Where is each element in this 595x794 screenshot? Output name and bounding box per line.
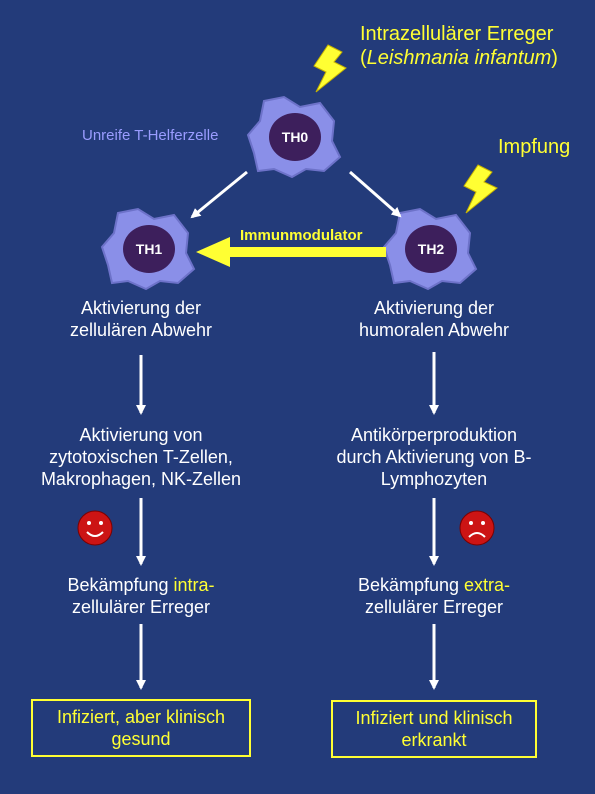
left-activation-line-1: Aktivierung der [80, 298, 202, 318]
immunomodulator-arrow [196, 237, 386, 267]
immature-t-helper-label: Unreife T-Helferzelle [82, 127, 219, 144]
lightning-icon-vaccination [463, 164, 498, 214]
right-fight-text: Bekämpfung extra- zellulärer Erreger [329, 574, 539, 618]
right-activation-line-1: Aktivierung der [373, 298, 495, 318]
right-outcome-line-2: erkrankt [401, 730, 467, 750]
left-cells-text: Aktivierung von zytotoxischen T-Zellen, … [31, 424, 251, 490]
left-outcome-line-1: Infiziert, aber klinisch [56, 707, 226, 727]
cell-th2 [382, 207, 478, 291]
right-activation-text: Aktivierung der humoralen Abwehr [334, 297, 534, 341]
smiley-happy-icon [77, 510, 113, 546]
smiley-sad-icon [459, 510, 495, 546]
left-outcome-line-2: gesund [111, 729, 171, 749]
left-fight-prefix: Bekämpfung [67, 575, 174, 595]
vaccination-label: Impfung [498, 136, 571, 158]
cell-th1 [100, 207, 196, 291]
left-cells-line-3: Makrophagen, NK-Zellen [40, 469, 242, 489]
right-fight-line-1: Bekämpfung extra- [329, 574, 539, 596]
right-cells-line-1: Antikörperproduktion [350, 425, 518, 445]
right-cells-line-3: Lymphozyten [380, 469, 488, 489]
right-cells-line-2: durch Aktivierung von B- [336, 447, 532, 467]
right-cells-text: Antikörperproduktion durch Aktivierung v… [319, 424, 549, 490]
paren-close: ) [551, 47, 558, 69]
left-activation-line-2: zellulären Abwehr [69, 320, 213, 340]
cell-th0 [246, 95, 342, 179]
arrow-th0-to-th1 [190, 170, 248, 219]
right-fight-prefix: Bekämpfung [357, 575, 465, 595]
right-outcome-text: Infiziert und klinisch erkrankt [355, 707, 512, 751]
cell-label-th1: TH1 [135, 241, 163, 257]
left-fight-line-2: zellulärer Erreger [71, 597, 211, 617]
pathogen-species: Leishmania infantum [366, 47, 552, 69]
pathogen-line-2: (Leishmania infantum) [360, 46, 558, 70]
immunomodulator-label: Immunmodulator [240, 227, 363, 244]
right-outcome-box: Infiziert und klinisch erkrankt [331, 700, 537, 758]
right-fight-highlight: extra- [464, 575, 511, 595]
pathogen-line-1: Intrazellulärer Erreger [360, 23, 554, 45]
left-activation-text: Aktivierung der zellulären Abwehr [41, 297, 241, 341]
left-cells-line-2: zytotoxischen T-Zellen, [49, 447, 233, 467]
cell-label-th2: TH2 [417, 241, 445, 257]
left-fight-text: Bekämpfung intra- zellulärer Erreger [36, 574, 246, 618]
left-outcome-box: Infiziert, aber klinisch gesund [31, 699, 251, 757]
lightning-icon-pathogen [313, 44, 347, 93]
arrow-th0-to-th2 [349, 170, 402, 218]
left-fight-highlight: intra- [173, 575, 215, 595]
right-activation-line-2: humoralen Abwehr [358, 320, 510, 340]
right-outcome-line-1: Infiziert und klinisch [355, 708, 513, 728]
left-outcome-text: Infiziert, aber klinisch gesund [57, 706, 225, 750]
left-cells-line-1: Aktivierung von [79, 425, 203, 445]
right-fight-line-2: zellulärer Erreger [364, 597, 504, 617]
cell-label-th0: TH0 [281, 129, 309, 145]
paren-open: ( [360, 47, 367, 69]
pathogen-label: Intrazellulärer Erreger (Leishmania infa… [360, 22, 558, 70]
left-fight-line-1: Bekämpfung intra- [36, 574, 246, 596]
